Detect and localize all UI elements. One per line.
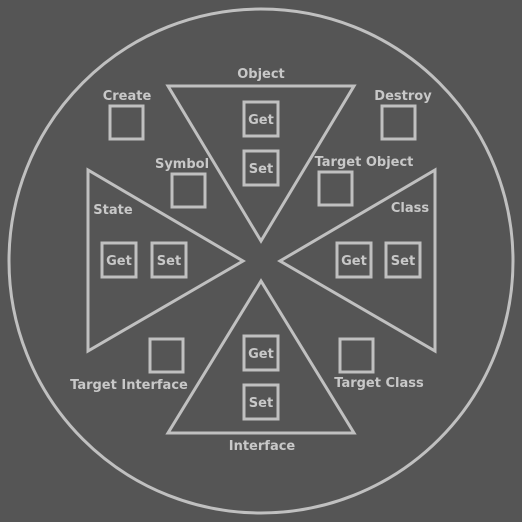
create-box[interactable] — [108, 104, 145, 141]
object-get-label: Get — [248, 113, 274, 128]
target-class-label: Target Class — [334, 376, 424, 391]
target-object-label: Target Object — [315, 155, 414, 170]
object-set-button[interactable]: Set — [242, 149, 280, 187]
symbol-box[interactable] — [170, 172, 207, 209]
create-label: Create — [103, 89, 152, 104]
destroy-box[interactable] — [380, 104, 417, 141]
object-triangle — [165, 84, 357, 244]
outer-circle — [7, 7, 515, 515]
state-get-label: Get — [106, 254, 132, 269]
destroy-label: Destroy — [374, 89, 432, 104]
symbol-label: Symbol — [155, 157, 209, 172]
target-interface-label: Target Interface — [70, 378, 188, 393]
target-class-box[interactable] — [338, 337, 375, 374]
object-get-box — [242, 100, 280, 138]
object-set-label: Set — [249, 162, 273, 177]
interface-get-button[interactable]: Get — [242, 334, 280, 372]
state-set-button[interactable]: Set — [150, 241, 188, 279]
interface-get-label: Get — [248, 347, 274, 362]
class-title: Class — [391, 201, 430, 216]
state-set-box — [150, 241, 188, 279]
object-set-box — [242, 149, 280, 187]
class-get-box — [335, 241, 373, 279]
state-set-label: Set — [157, 254, 181, 269]
state-get-button[interactable]: Get — [100, 241, 138, 279]
object-title: Object — [237, 67, 285, 82]
class-get-label: Get — [341, 254, 367, 269]
object-get-button[interactable]: Get — [242, 100, 280, 138]
class-set-button[interactable]: Set — [384, 241, 422, 279]
state-triangle — [86, 167, 246, 354]
interface-triangle — [165, 278, 357, 435]
class-set-box — [384, 241, 422, 279]
state-title: State — [93, 203, 133, 218]
target-interface-box[interactable] — [148, 337, 185, 374]
state-get-box — [100, 241, 138, 279]
class-get-button[interactable]: Get — [335, 241, 373, 279]
class-set-label: Set — [391, 254, 415, 269]
interface-set-label: Set — [249, 396, 273, 411]
interface-set-button[interactable]: Set — [242, 383, 280, 421]
interface-get-box — [242, 334, 280, 372]
interface-title: Interface — [229, 439, 296, 454]
target-object-box[interactable] — [317, 170, 354, 207]
interface-set-box — [242, 383, 280, 421]
class-triangle — [277, 167, 437, 354]
